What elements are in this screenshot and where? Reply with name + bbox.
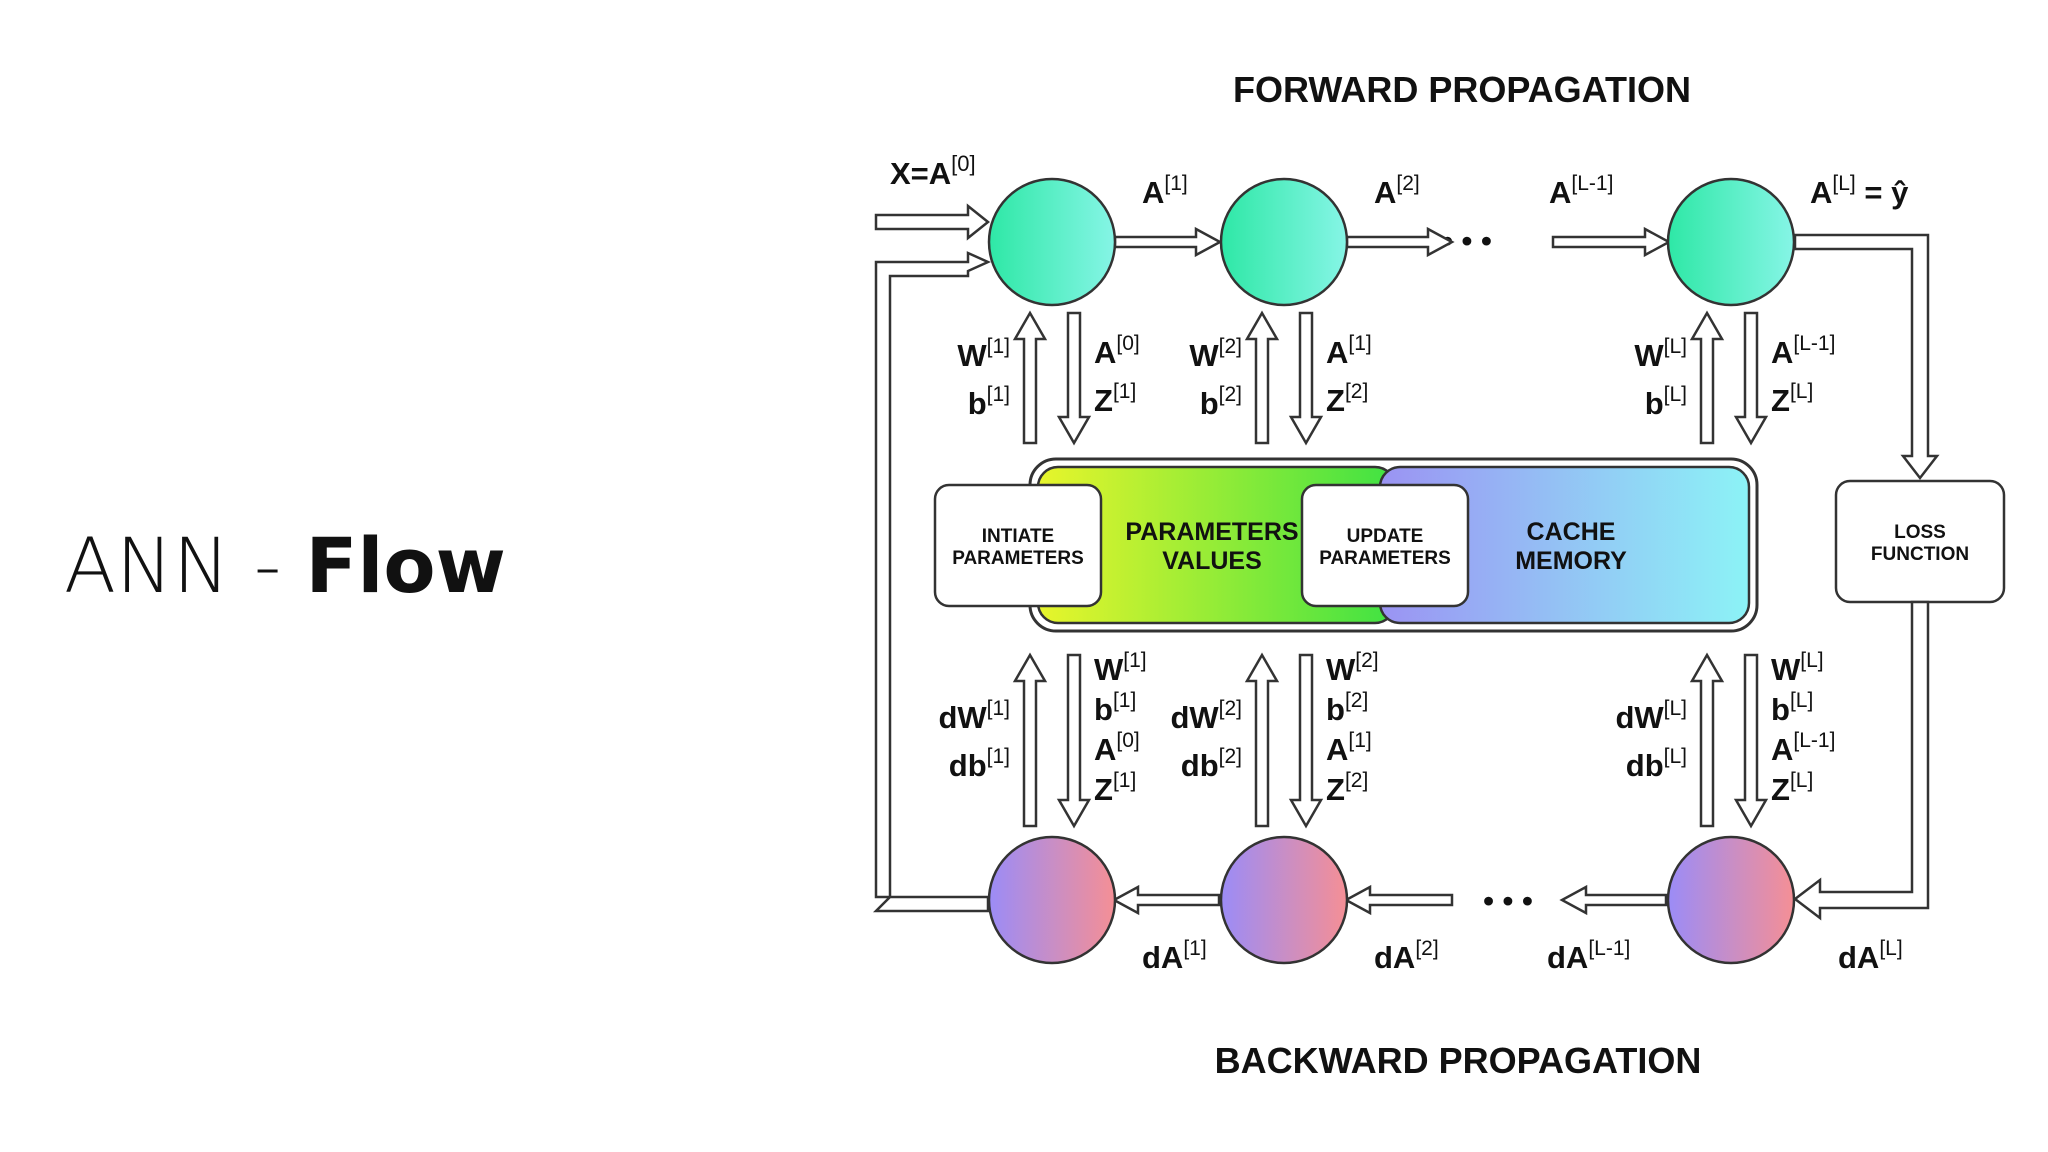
forward-down-arrow-2 [1288,311,1324,446]
backward-column-2-down-label-2: b[2] [1326,689,1368,727]
loss-function-label-1: LOSS [1894,522,1946,543]
forward-output-label-3: A[L-1] [1549,172,1613,210]
forward-node-2 [1219,177,1349,307]
backward-column-2-down-label-4: Z[2] [1326,769,1368,807]
backward-output-label-3: dA[L-1] [1547,937,1630,975]
variable-labels: A[1]A[2]A[L-1]A[L] = ŷW[1]b[1]A[0]Z[1]W[… [938,172,1909,975]
backward-node-2 [1219,835,1349,965]
forward-column-2-down-label-2: Z[2] [1326,380,1368,418]
parameters-values-label-1: PARAMETERS [1125,518,1298,546]
slide-title: ANN - Flow [64,528,506,604]
update-parameters-label-2: PARAMETERS [1319,548,1451,569]
loss-to-backward-arrow [1792,600,1930,921]
backward-arrow-L-3 [1559,884,1668,916]
output-to-loss-arrow [1793,233,1940,481]
backward-column-3-down-label-2: b[L] [1771,689,1813,727]
backward-column-3-up-label-2: db[L] [1626,745,1687,783]
backward-up-arrow-3 [1689,652,1725,828]
backward-column-1-down-label-1: W[1] [1094,649,1147,687]
forward-down-arrow-1 [1056,311,1092,446]
forward-up-arrow-2 [1244,310,1280,445]
update-parameters-box: UPDATE PARAMETERS [1300,483,1470,608]
backward-column-3-down-label-1: W[L] [1771,649,1824,687]
forward-column-2-up-label-1: W[2] [1189,335,1242,373]
backward-node-1 [987,835,1117,965]
slide-title-emphasis: Flow [305,521,506,610]
backward-column-2-down-label-1: W[2] [1326,649,1379,687]
cache-memory-label-2: MEMORY [1515,547,1627,575]
backward-column-2-up-label-2: db[2] [1181,745,1242,783]
loss-function-box: LOSS FUNCTION [1834,479,2006,604]
forward-column-2-up-label-2: b[2] [1200,383,1242,421]
forward-output-label-4: A[L] = ŷ [1810,172,1909,210]
backward-column-1-up-label-2: db[1] [949,745,1010,783]
backward-column-2-down-label-3: A[1] [1326,729,1372,767]
forward-column-2-down-label-1: A[1] [1326,332,1372,370]
backward-node-3 [1666,835,1796,965]
backward-column-1-down-label-3: A[0] [1094,729,1140,767]
initiate-parameters-box: INTIATE PARAMETERS [933,483,1103,608]
backward-column-3-down-label-3: A[L-1] [1771,729,1835,767]
backward-propagation-title: BACKWARD PROPAGATION [1215,1040,1702,1081]
forward-output-label-1: A[1] [1142,172,1188,210]
backward-column-2-up-label-1: dW[2] [1170,697,1242,735]
loss-function-label-2: FUNCTION [1871,544,1969,565]
backward-arrow-3-2 [1111,884,1221,916]
forward-column-1-up-label-1: W[1] [957,335,1010,373]
backward-up-arrow-1 [1012,652,1048,828]
backward-output-label-4: dA[L] [1838,937,1903,975]
forward-node-1 [987,177,1117,307]
initiate-parameters-label-1: INTIATE [982,526,1054,547]
cache-memory-label-1: CACHE [1527,518,1616,546]
backward-ellipsis: • • • [1483,883,1533,918]
arrows [872,203,1940,921]
forward-arrow-3-L [1551,226,1672,258]
backward-down-arrow-3 [1733,653,1769,829]
backward-down-arrow-1 [1056,653,1092,829]
backward-column-1-down-label-4: Z[1] [1094,769,1136,807]
forward-column-3-up-label-1: W[L] [1634,335,1687,373]
update-parameters-label-1: UPDATE [1347,526,1424,547]
forward-propagation-title: FORWARD PROPAGATION [1233,69,1691,110]
parameters-values-label-2: VALUES [1162,547,1262,575]
forward-column-1-down-label-1: A[0] [1094,332,1140,370]
forward-arrow-2-3 [1345,226,1455,258]
forward-up-arrow-1 [1012,310,1048,445]
forward-output-label-2: A[2] [1374,172,1420,210]
input-label-sup: [0] [951,151,975,176]
backward-down-arrow-2 [1288,653,1324,829]
backward-column-3-up-label-1: dW[L] [1615,697,1687,735]
backward-up-arrow-2 [1244,652,1280,828]
forward-arrow-1-2 [1113,226,1223,258]
input-arrow [874,203,991,241]
backward-arrow-2-1 [1343,884,1454,916]
forward-column-3-down-label-2: Z[L] [1771,380,1813,418]
backward-output-label-1: dA[1] [1142,937,1207,975]
backward-column-1-up-label-1: dW[1] [938,697,1010,735]
input-label-base: X=A [890,156,951,191]
forward-column-1-down-label-2: Z[1] [1094,380,1136,418]
forward-up-arrow-3 [1689,310,1725,445]
forward-column-1-up-label-2: b[1] [968,383,1010,421]
backward-column-3-down-label-4: Z[L] [1771,769,1813,807]
forward-column-3-up-label-2: b[L] [1645,383,1687,421]
slide-title-prefix: ANN - [64,521,282,610]
nodes [987,177,1796,965]
forward-down-arrow-3 [1733,311,1769,446]
backward-output-label-2: dA[2] [1374,937,1439,975]
initiate-parameters-label-2: PARAMETERS [952,548,1084,569]
backward-column-1-down-label-2: b[1] [1094,689,1136,727]
forward-column-3-down-label-1: A[L-1] [1771,332,1835,370]
input-label: X=A[0] [890,151,976,191]
forward-node-3 [1666,177,1796,307]
